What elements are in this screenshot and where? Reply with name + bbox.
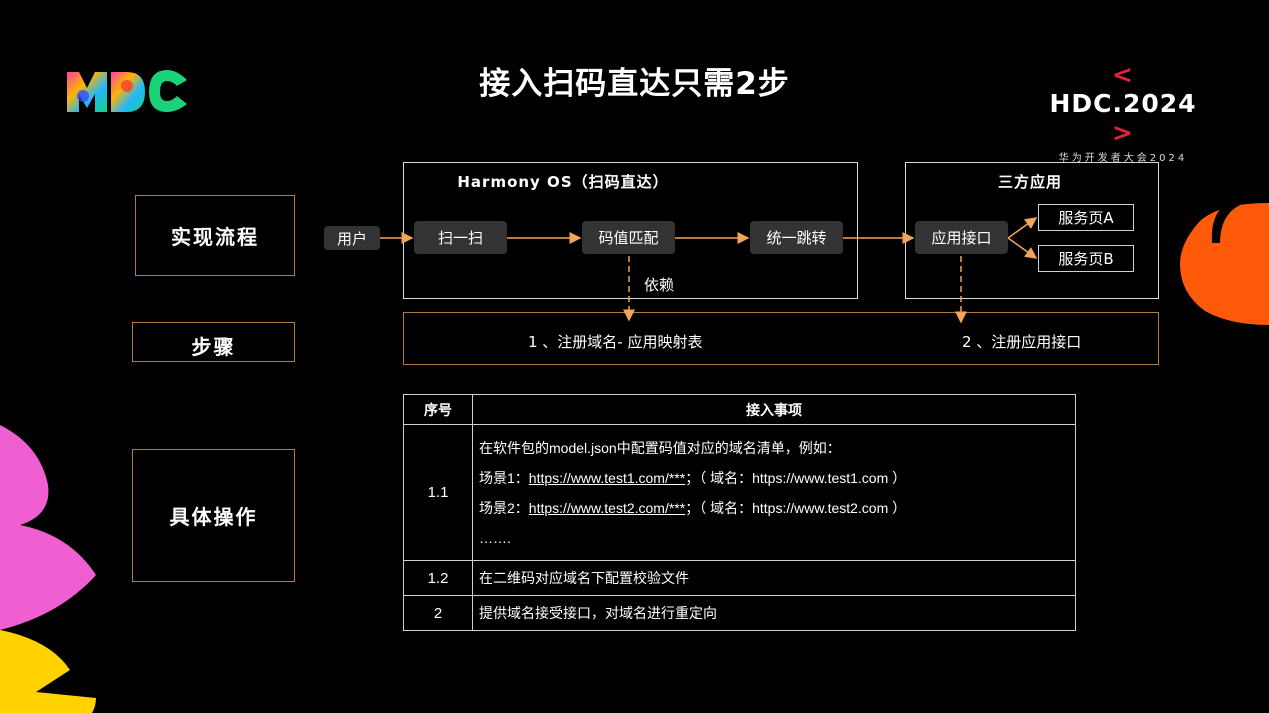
third-party-frame — [905, 162, 1159, 299]
step-1-text: 1 、注册域名- 应用映射表 — [528, 333, 703, 351]
row-number: 2 — [403, 595, 473, 631]
row-line: 在软件包的model.json中配置码值对应的域名清单，例如： — [479, 439, 841, 456]
steps-row-label: 步骤 — [132, 322, 295, 362]
service-page-a-node: 服务页A — [1038, 204, 1134, 231]
header-item: 接入事项 — [472, 394, 1076, 425]
third-party-frame-title: 三方应用 — [997, 173, 1062, 191]
deco-orange-shape — [1180, 203, 1269, 325]
app-api-node: 应用接口 — [915, 221, 1008, 254]
table-row: 1.2 在二维码对应域名下配置校验文件 — [403, 560, 1076, 596]
user-node: 用户 — [324, 226, 380, 250]
header-number: 序号 — [403, 394, 473, 425]
brand-main-text: HDC.2024 — [1049, 89, 1197, 118]
brand-subtitle: 华为开发者大会2024 — [1058, 153, 1188, 164]
row-number: 1.2 — [403, 560, 473, 596]
row-item: 提供域名接受接口，对域名进行重定向 — [472, 595, 1076, 631]
row-line: 场景2：https://www.test2.com/***；（ 域名：https… — [479, 493, 1069, 523]
domain-url: https://www.test1.com — [752, 469, 889, 486]
scene-url: https://www.test2.com/*** — [528, 499, 686, 516]
code-match-node: 码值匹配 — [582, 221, 675, 254]
line-end: ） — [888, 469, 907, 486]
row-line: ……. — [479, 529, 511, 546]
brand-right-bracket: > — [1112, 118, 1134, 147]
flow-row-label: 实现流程 — [135, 195, 295, 276]
domain-url: https://www.test2.com — [752, 499, 889, 516]
row-line: 场景1：https://www.test1.com/***；（ 域名：https… — [479, 463, 1069, 493]
deco-yellow-shape — [0, 630, 96, 713]
hdc-logo-icon — [65, 66, 189, 116]
page-title: 接入扫码直达只需2步 — [479, 66, 790, 102]
steps-frame — [403, 312, 1159, 365]
deco-pink-shape — [0, 425, 96, 630]
harmony-os-frame — [403, 162, 858, 299]
row-item: 在二维码对应域名下配置校验文件 — [472, 560, 1076, 596]
step-2-text: 2 、注册应用接口 — [962, 333, 1082, 351]
table-row: 1.1 在软件包的model.json中配置码值对应的域名清单，例如： 场景1：… — [403, 424, 1076, 561]
scene-label: 场景2： — [479, 499, 529, 516]
unified-jump-node: 统一跳转 — [750, 221, 843, 254]
table-header-row: 序号 接入事项 — [403, 394, 1076, 425]
depend-label: 依赖 — [644, 276, 675, 294]
table-row: 2 提供域名接受接口，对域名进行重定向 — [403, 595, 1076, 631]
row-item: 在软件包的model.json中配置码值对应的域名清单，例如： 场景1：http… — [472, 424, 1076, 561]
scene-label: 场景1： — [479, 469, 529, 486]
harmony-os-frame-title: Harmony OS（扫码直达） — [457, 173, 669, 191]
service-page-b-node: 服务页B — [1038, 245, 1134, 272]
operations-table: 序号 接入事项 1.1 在软件包的model.json中配置码值对应的域名清单，… — [403, 394, 1076, 631]
line-end: ） — [888, 499, 907, 516]
domain-label: ；（ 域名： — [685, 499, 753, 516]
brand-left-bracket: < — [1112, 60, 1134, 89]
domain-label: ；（ 域名： — [685, 469, 753, 486]
row-number: 1.1 — [403, 424, 473, 561]
scene-url: https://www.test1.com/*** — [528, 469, 686, 486]
ops-row-label: 具体操作 — [132, 449, 295, 582]
hdc-brand: < HDC.2024 > 华为开发者大会2024 — [1040, 60, 1206, 164]
scan-node: 扫一扫 — [414, 221, 507, 254]
